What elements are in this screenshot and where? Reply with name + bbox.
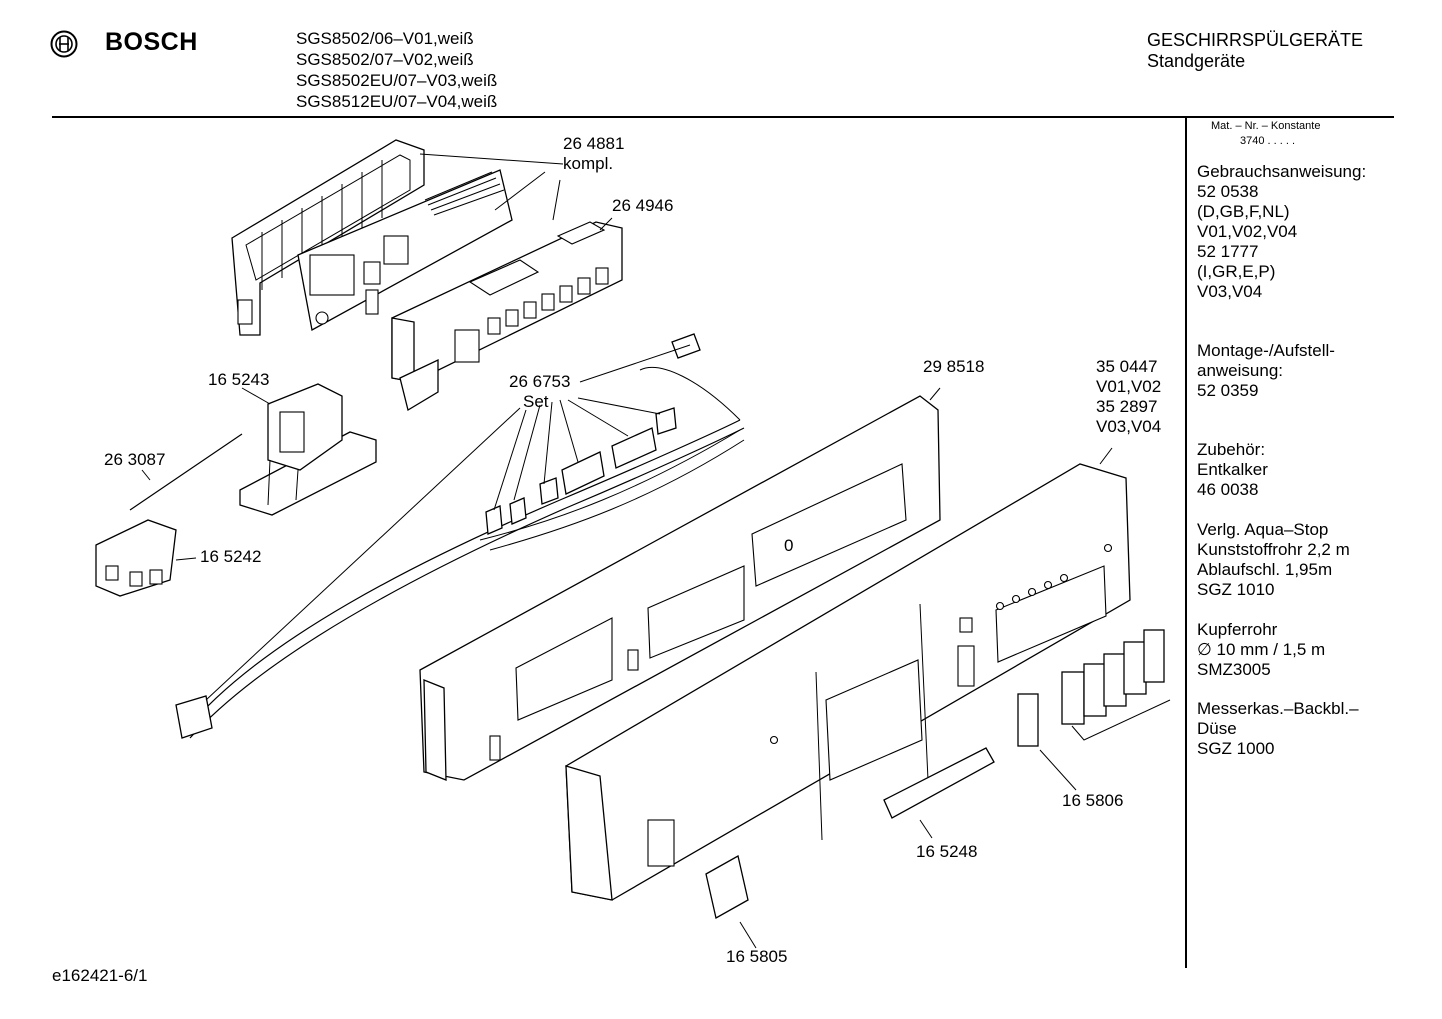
bosch-armature-logo-icon bbox=[50, 30, 78, 58]
part-label-165805: 16 5805 bbox=[726, 947, 788, 966]
part-label-264946: 26 4946 bbox=[612, 196, 674, 215]
header-divider bbox=[52, 116, 1394, 118]
model-list: SGS8502/06–V01,weiß SGS8502/07–V02,weiß … bbox=[296, 28, 497, 112]
front-panel-drawing bbox=[565, 463, 1131, 901]
sidebar-line: Verlg. Aqua–Stop bbox=[1197, 520, 1329, 539]
sidebar-section-copper-pipe: Kupferrohr ∅ 10 mm / 1,5 m SMZ3005 bbox=[1197, 620, 1325, 680]
part-label-165243: 16 5243 bbox=[208, 370, 270, 389]
program-buttons-drawing bbox=[1017, 629, 1165, 747]
sidebar-section-manual: Gebrauchsanweisung: 52 0538 (D,GB,F,NL) … bbox=[1197, 162, 1366, 302]
part-variant: V01,V02 bbox=[1096, 377, 1162, 396]
part-label-165248: 16 5248 bbox=[916, 842, 978, 861]
cable-harness-drawing bbox=[175, 333, 745, 739]
door-switch-drawing bbox=[239, 383, 377, 516]
control-module-housing-drawing bbox=[231, 139, 425, 336]
sidebar-line: 52 0538 bbox=[1197, 182, 1259, 201]
sidebar-line: ∅ 10 mm / 1,5 m bbox=[1197, 640, 1326, 659]
part-label-350447: 35 0447 V01,V02 35 2897 V03,V04 bbox=[1096, 357, 1161, 437]
model-line: SGS8512EU/07–V04,weiß bbox=[296, 92, 498, 111]
part-note: Set bbox=[523, 392, 549, 411]
part-label-266753: 26 6753 Set bbox=[509, 372, 570, 412]
sidebar-line: Kupferrohr bbox=[1197, 620, 1278, 639]
sidebar-line: Kunststoffrohr 2,2 m bbox=[1197, 540, 1350, 559]
sidebar-section-aquastop: Verlg. Aqua–Stop Kunststoffrohr 2,2 m Ab… bbox=[1197, 520, 1350, 600]
brand-name: BOSCH bbox=[105, 28, 198, 56]
category-title: GESCHIRRSPÜLGERÄTE bbox=[1147, 30, 1364, 50]
sidebar-line: 52 1777 bbox=[1197, 242, 1259, 261]
category-block: GESCHIRRSPÜLGERÄTE Standgeräte bbox=[1147, 30, 1363, 72]
sidebar-line: V01,V02,V04 bbox=[1197, 222, 1298, 241]
part-label-264881: 26 4881 kompl. bbox=[563, 134, 624, 174]
part-number: 26 4881 bbox=[563, 134, 625, 153]
sidebar-line: anweisung: bbox=[1197, 361, 1284, 380]
sidebar-section-nozzle: Messerkas.–Backbl.– Düse SGZ 1000 bbox=[1197, 699, 1359, 759]
part-label-263087: 26 3087 bbox=[104, 450, 166, 469]
sidebar-line: Montage-/Aufstell- bbox=[1197, 341, 1335, 360]
relay-switch-drawing bbox=[95, 519, 177, 597]
sidebar-line: SGZ 1010 bbox=[1197, 580, 1275, 599]
matnr-value: 3740 . . . . . bbox=[1240, 135, 1296, 147]
matnr-label: Mat. – Nr. – Konstante bbox=[1211, 120, 1321, 132]
sidebar-line: Düse bbox=[1197, 719, 1237, 738]
model-line: SGS8502/06–V01,weiß bbox=[296, 29, 474, 48]
part-note: kompl. bbox=[563, 154, 614, 173]
knob-cap-drawing bbox=[705, 855, 749, 919]
part-label-298518: 29 8518 bbox=[923, 357, 985, 376]
drawing-code: e162421-6/1 bbox=[52, 966, 148, 985]
rod-drawing bbox=[129, 433, 243, 511]
part-variant: V03,V04 bbox=[1096, 417, 1162, 436]
sidebar-line: (D,GB,F,NL) bbox=[1197, 202, 1290, 221]
sidebar-line: Ablaufschl. 1,95m bbox=[1197, 560, 1333, 579]
part-number: 26 6753 bbox=[509, 372, 571, 391]
panel-mark: 0 bbox=[784, 536, 794, 555]
sidebar-line: Zubehör: bbox=[1197, 440, 1266, 459]
sidebar-line: 52 0359 bbox=[1197, 381, 1259, 400]
sidebar-line: Messerkas.–Backbl.– bbox=[1197, 699, 1359, 718]
sidebar-line: Gebrauchsanweisung: bbox=[1197, 162, 1367, 181]
sidebar-section-installation: Montage-/Aufstell- anweisung: 52 0359 bbox=[1197, 341, 1335, 401]
sidebar-line: V03,V04 bbox=[1197, 282, 1263, 301]
sidebar-line: SGZ 1000 bbox=[1197, 739, 1275, 758]
category-subtitle: Standgeräte bbox=[1147, 51, 1246, 71]
part-number: 35 0447 bbox=[1096, 357, 1158, 376]
sidebar-divider bbox=[1185, 116, 1187, 968]
circuit-board-drawing bbox=[297, 169, 513, 332]
sidebar-section-accessories: Zubehör: Entkalker 46 0038 bbox=[1197, 440, 1268, 500]
part-number: 35 2897 bbox=[1096, 397, 1158, 416]
sidebar-line: (I,GR,E,P) bbox=[1197, 262, 1276, 281]
model-line: SGS8502/07–V02,weiß bbox=[296, 50, 474, 69]
model-line: SGS8502EU/07–V03,weiß bbox=[296, 71, 498, 90]
sidebar-line: Entkalker bbox=[1197, 460, 1268, 479]
part-label-165806: 16 5806 bbox=[1062, 791, 1124, 810]
part-label-165242: 16 5242 bbox=[200, 547, 262, 566]
program-selector-module-drawing bbox=[391, 221, 623, 412]
sidebar-line: SMZ3005 bbox=[1197, 660, 1271, 679]
inner-frame-panel-drawing bbox=[419, 395, 941, 781]
cover-strip-drawing bbox=[883, 747, 995, 819]
sidebar-line: 46 0038 bbox=[1197, 480, 1259, 499]
